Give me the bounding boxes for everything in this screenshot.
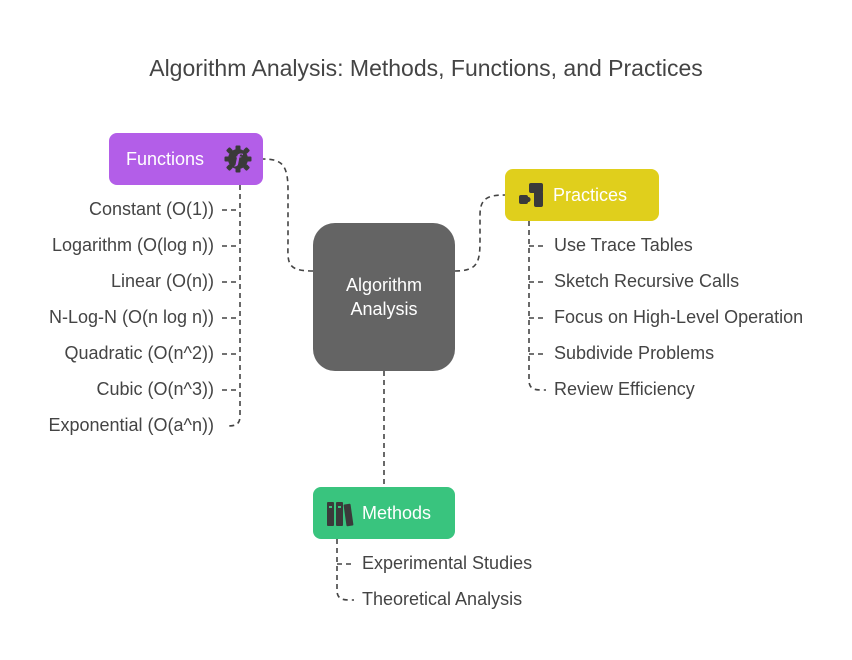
methods-item-experimental-studies: Experimental Studies: [362, 553, 533, 573]
practices-item-review-efficiency: Review Efficiency: [554, 379, 695, 399]
methods-label: Methods: [362, 502, 432, 523]
center-node-line1: Algorithm: [345, 275, 423, 295]
functions-item-exponential: Exponential (O(a^n)): [48, 415, 214, 435]
center-node-algorithm-analysis: Algorithm Analysis: [313, 223, 455, 371]
practices-item-subdivide-problems: Subdivide Problems: [554, 343, 715, 363]
functions-trunk: [227, 185, 241, 427]
functions-item-n-log-n: N-Log-N (O(n log n)): [48, 307, 214, 327]
puzzle-pieces-icon: [519, 183, 543, 207]
function-gear-icon: f: [224, 145, 252, 173]
methods-trunk: [336, 539, 354, 601]
methods-node: Methods: [313, 487, 455, 539]
practices-node: Practices: [505, 169, 659, 221]
practices-item-recursive-calls: Sketch Recursive Calls: [554, 271, 740, 291]
connector-center-practices: [454, 194, 506, 272]
books-icon: [327, 502, 354, 527]
functions-item-constant: Constant (O(1)): [88, 199, 214, 219]
functions-item-logarithm: Logarithm (O(log n)): [51, 235, 214, 255]
methods-item-theoretical-analysis: Theoretical Analysis: [362, 589, 523, 609]
functions-label: Functions: [126, 148, 205, 169]
diagram-title: Algorithm Analysis: Methods, Functions, …: [149, 55, 703, 81]
connector-center-functions: [262, 158, 314, 272]
functions-item-quadratic: Quadratic (O(n^2)): [64, 343, 214, 363]
practices-item-high-level-operation: Focus on High-Level Operation: [554, 307, 804, 327]
functions-item-linear: Linear (O(n)): [110, 271, 214, 291]
practices-item-trace-tables: Use Trace Tables: [554, 235, 693, 255]
functions-node: Functions f: [109, 133, 263, 185]
practices-label: Practices: [553, 184, 628, 205]
svg-text:f: f: [234, 152, 244, 168]
center-node-line2: Analysis: [350, 299, 418, 319]
functions-item-cubic: Cubic (O(n^3)): [96, 379, 214, 399]
